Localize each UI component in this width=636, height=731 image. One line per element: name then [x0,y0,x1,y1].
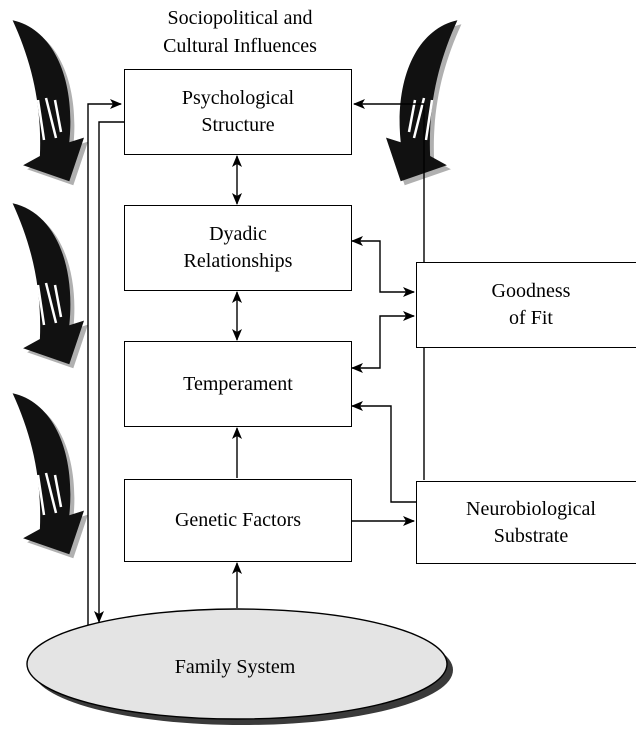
influence-arrow-icon-left-2 [12,203,88,369]
box-goodness-of-fit: Goodness of Fit [416,262,636,348]
arrow-family-psych [87,99,122,628]
box-label: Neurobiological [466,497,596,520]
box-dyadic-relationships: Dyadic Relationships [124,205,352,291]
family-system-label: Family System [174,656,296,678]
box-label: Structure [201,114,275,136]
box-label: Substrate [493,524,569,547]
diagram-title: Sociopolitical and Cultural Influences [120,4,360,60]
family-system-ellipse [26,608,453,725]
title-line-1: Sociopolitical and [167,7,313,29]
arrow-neuro-temperament [351,401,416,503]
box-temperament: Temperament [124,341,352,427]
box-label: Psychological [181,87,295,109]
influence-arrow-icon-left-1 [12,20,88,186]
box-neurobiological-substrate: Neurobiological Substrate [416,481,636,564]
arrow-psych-family [94,121,124,623]
box-label: Temperament [183,372,293,395]
box-label: Dyadic [209,223,267,245]
title-line-2: Cultural Influences [163,35,317,57]
box-label: Goodness [491,280,571,302]
box-label: Genetic Factors [174,509,302,531]
arrow-dyadic-goodness [351,236,415,297]
arrow-temperament-goodness [351,311,415,373]
box-label: of Fit [509,307,553,329]
box-genetic-factors: Genetic Factors [124,479,352,562]
influence-arrow-icon-left-3 [12,393,88,559]
arrow-right-feedback-psych [353,99,425,480]
box-psychological-structure: Psychological Structure [124,69,352,155]
box-label: Relationships [183,250,293,272]
